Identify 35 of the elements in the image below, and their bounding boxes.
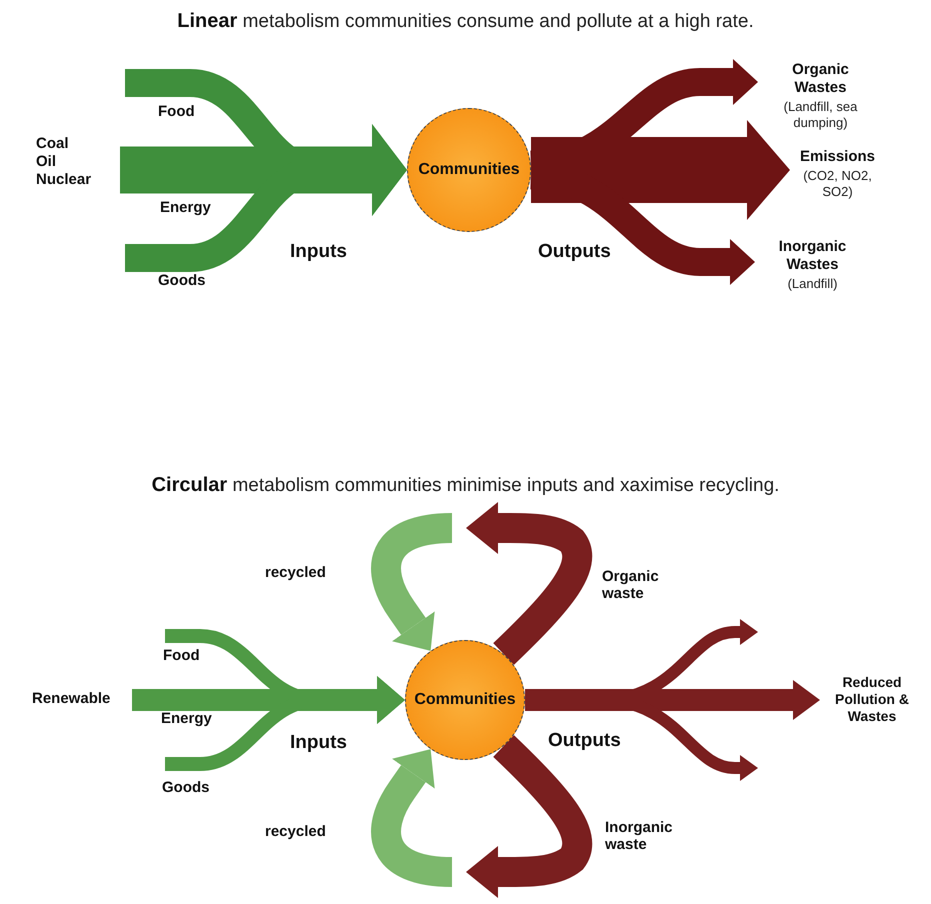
node-note: (Landfill) xyxy=(788,276,838,292)
flow-label: Outputs xyxy=(548,731,621,752)
node-label: Communities xyxy=(418,160,520,180)
node-label: Organic Wastes xyxy=(792,61,849,97)
node-note: (CO2, NO2, SO2) xyxy=(802,168,873,200)
flow-arrow xyxy=(466,735,592,898)
flow-label: Outputs xyxy=(538,242,611,263)
section-heading: Linear metabolism communities consume and pollute at a high rate. xyxy=(176,10,755,33)
edge-label: Organic waste xyxy=(602,569,659,602)
edge-label: recycled xyxy=(265,824,326,840)
section-heading: Circular metabolism communities minimise inputs and xaximise recycling. xyxy=(150,474,780,497)
flow-arrow xyxy=(466,502,592,665)
edge-label: Energy xyxy=(161,711,212,728)
flow-arrow xyxy=(371,749,453,887)
node-note: (Landfill, sea dumping) xyxy=(782,99,858,132)
flow-arrow xyxy=(371,513,453,651)
flow-label: Inputs xyxy=(290,242,347,263)
edge-label: Goods xyxy=(158,273,206,290)
flow-arrow xyxy=(531,120,790,220)
flow-arrow xyxy=(165,676,405,771)
edge-label: Food xyxy=(163,648,200,664)
edge-label: Energy xyxy=(160,200,211,216)
node-label: Reduced Pollution & Wastes xyxy=(834,674,910,724)
edge-label: Goods xyxy=(162,780,210,796)
edge-label: Inorganic waste xyxy=(605,820,673,853)
node-label: Renewable xyxy=(32,690,110,708)
flow-arrow xyxy=(125,124,407,272)
node-label: Coal Oil Nuclear xyxy=(36,135,92,189)
flow-label: Inputs xyxy=(290,733,347,754)
flow-arrow xyxy=(525,680,820,720)
node-label: Emissions xyxy=(800,148,876,166)
edge-label: recycled xyxy=(265,565,326,582)
edge-label: Food xyxy=(158,104,195,120)
node-label: Inorganic Wastes xyxy=(778,238,846,274)
node-label: Communities xyxy=(414,690,516,710)
